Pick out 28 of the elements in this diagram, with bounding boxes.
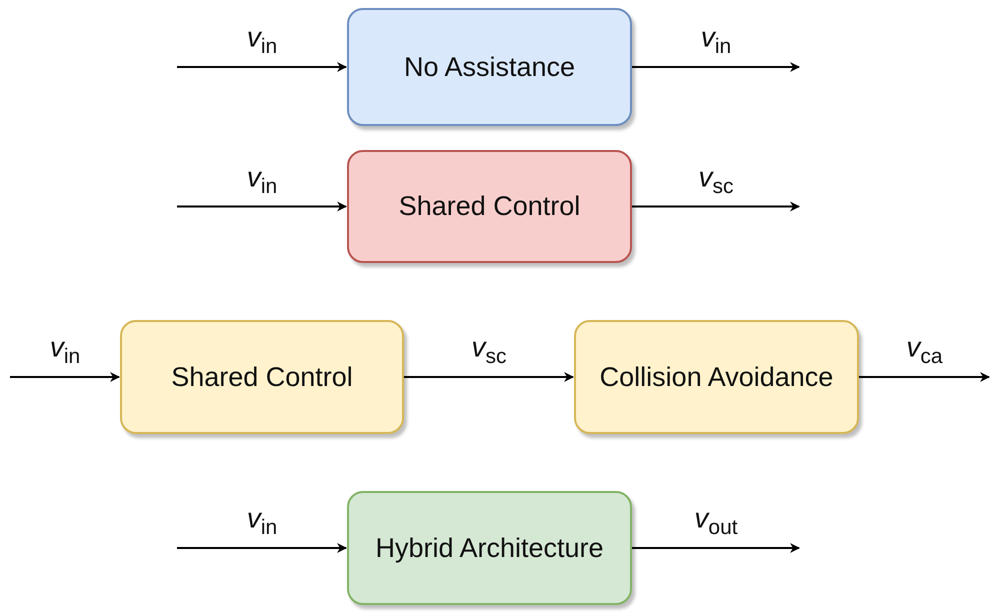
edge-label: v$_{in}$ bbox=[246, 21, 278, 59]
edge-label: v$_{in}$ bbox=[700, 21, 732, 59]
process-box bbox=[120, 320, 404, 434]
process-box bbox=[347, 491, 632, 605]
box-label: No Assistance bbox=[404, 50, 576, 84]
edge-label: v$_{in}$ bbox=[246, 160, 278, 198]
process-box bbox=[574, 320, 859, 434]
process-box bbox=[347, 8, 632, 126]
edge-label: v$_{in}$ bbox=[48, 331, 82, 369]
box-label: Collision Avoidance bbox=[600, 360, 834, 394]
edge-label: v$_{ca}$ bbox=[905, 331, 944, 369]
edge-label: v$_{sc}$ bbox=[698, 160, 734, 198]
arrow bbox=[177, 202, 347, 212]
arrow bbox=[859, 372, 990, 382]
arrow bbox=[632, 543, 800, 553]
edge-label: v$_{sc}$ bbox=[470, 331, 508, 369]
arrow bbox=[404, 372, 574, 382]
box-label: Shared Control bbox=[398, 190, 580, 224]
edge-label: v$_{in}$ bbox=[246, 502, 278, 540]
arrow bbox=[177, 62, 347, 72]
process-box bbox=[347, 150, 632, 263]
arrow bbox=[177, 543, 347, 553]
box-label: Hybrid Architecture bbox=[375, 532, 604, 565]
arrow bbox=[632, 62, 800, 72]
edge-label: v$_{out}$ bbox=[693, 502, 739, 540]
arrow bbox=[632, 202, 800, 212]
arrow bbox=[10, 372, 120, 382]
box-label: Shared Control bbox=[171, 360, 353, 394]
